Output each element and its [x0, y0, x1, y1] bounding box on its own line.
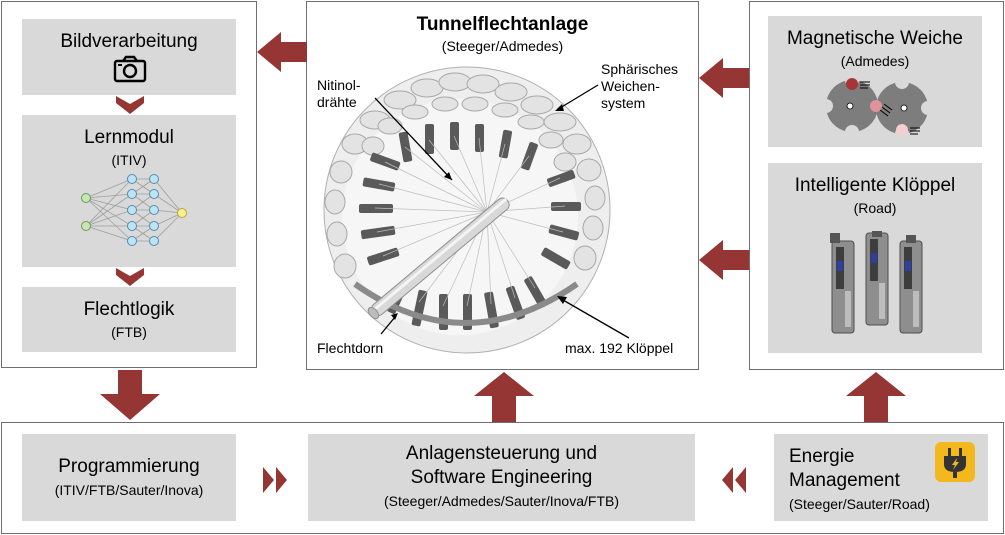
- programmierung-subtitle: (ITIV/FTB/Sauter/Inova): [54, 482, 204, 498]
- label-nitinol-line2: drähte: [317, 94, 357, 110]
- label-max-kloeppel: max. 192 Klöppel: [565, 340, 674, 356]
- arrow-left-from-kloeppel: [699, 240, 749, 280]
- arrow-up-to-right-module: [846, 372, 906, 422]
- flechtlogik-subtitle: (FTB): [111, 324, 147, 340]
- electric-plug-icon: [935, 442, 975, 482]
- kloeppel-title: Intelligente Klöppel: [794, 175, 956, 196]
- box-lernmodul: Lernmodul (ITIV): [22, 115, 236, 267]
- kloeppel-subtitle: (Road): [853, 200, 897, 216]
- label-weichen-line1: Sphärisches: [601, 61, 679, 77]
- box-magnetische-weiche: Magnetische Weiche (Admedes): [768, 16, 982, 147]
- arrow-left-to-bildverarbeitung: [257, 32, 307, 72]
- arrow-up-to-tunnelflechtanlage: [474, 372, 534, 422]
- box-anlagensteuerung: Anlagensteuerung und Software Engineerin…: [308, 434, 695, 521]
- camera-icon: [113, 55, 147, 83]
- lernmodul-title: Lernmodul: [84, 127, 174, 148]
- braiding-machine-illustration: [315, 62, 695, 360]
- box-intelligente-kloeppel: Intelligente Klöppel (Road): [768, 163, 982, 353]
- double-chevron-left-arrow: [722, 467, 748, 493]
- arrow-left-from-weiche: [699, 58, 749, 98]
- weiche-subtitle: (Admedes): [840, 53, 910, 69]
- arrow-down-to-programmierung: [100, 370, 160, 420]
- energie-subtitle: (Steeger/Sauter/Road): [789, 496, 930, 512]
- double-chevron-right-arrow: [263, 467, 289, 493]
- label-flechtdorn: Flechtdorn: [317, 340, 384, 356]
- energie-title-line2: Management: [789, 470, 900, 491]
- neural-network-icon: [76, 173, 188, 255]
- flechtlogik-title: Flechtlogik: [83, 299, 175, 320]
- box-programmierung: Programmierung (ITIV/FTB/Sauter/Inova): [22, 434, 236, 521]
- bobbin-devices-illustration: [828, 231, 928, 343]
- energie-title-line1: Energie: [789, 446, 855, 467]
- lernmodul-subtitle: (ITIV): [111, 152, 147, 168]
- anlagensteuerung-subtitle: (Steeger/Admedes/Sauter/Inova/FTB): [384, 493, 619, 509]
- anlagensteuerung-title-line2: Software Engineering: [410, 467, 593, 488]
- box-bildverarbeitung: Bildverarbeitung: [22, 19, 236, 95]
- magnetic-switch-icon: [824, 76, 930, 144]
- label-nitinol-line1: Nitinol-: [317, 77, 361, 93]
- label-weichen-line3: system: [601, 95, 646, 111]
- center-subtitle: (Steeger/Admedes): [441, 38, 564, 54]
- programmierung-title: Programmierung: [58, 456, 200, 477]
- anlagensteuerung-title-line1: Anlagensteuerung und: [405, 443, 598, 464]
- center-title: Tunnelflechtanlage: [416, 14, 589, 35]
- weiche-title: Magnetische Weiche: [786, 28, 964, 49]
- down-chevron-arrow-1: [116, 95, 144, 115]
- box-flechtlogik: Flechtlogik (FTB): [22, 287, 236, 352]
- box-energie-management: Energie Management (Steeger/Sauter/Road): [774, 434, 988, 521]
- down-chevron-arrow-2: [116, 267, 144, 287]
- label-weichen-line2: Weichen-: [601, 78, 660, 94]
- bildverarbeitung-title: Bildverarbeitung: [60, 31, 198, 52]
